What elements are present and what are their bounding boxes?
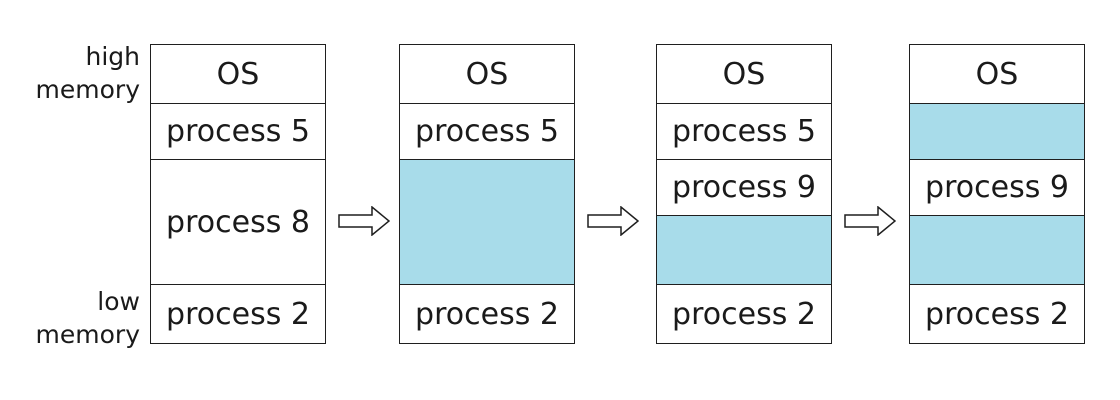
right-arrow-icon (587, 206, 639, 236)
low-memory-label-line2: memory (35, 320, 140, 349)
process-block: process 9 (657, 160, 831, 216)
process-block: process 2 (925, 296, 1069, 332)
process-block: process 9 (910, 160, 1084, 216)
process-block: process 5 (151, 104, 325, 160)
process-block: process 2 (415, 296, 559, 332)
low-memory-label: low memory (0, 285, 140, 351)
high-memory-label-line2: memory (35, 75, 140, 104)
high-memory-label-line1: high (85, 42, 140, 71)
memory-column-3: OS process 5 process 9 process 2 (656, 44, 832, 344)
low-memory-label-line1: low (97, 287, 140, 316)
high-memory-label: high memory (0, 40, 140, 106)
os-block: OS (400, 45, 574, 104)
process-block: process 2 (672, 296, 816, 332)
process-block: process 8 (151, 160, 325, 285)
free-memory-hole (910, 104, 1084, 160)
os-block: OS (151, 45, 325, 104)
os-block: OS (657, 45, 831, 104)
free-memory-hole (910, 216, 1084, 285)
process-block: process 5 (657, 104, 831, 160)
right-arrow-icon (844, 206, 896, 236)
memory-column-2: OS process 5 process 2 (399, 44, 575, 344)
memory-column-4: OS process 9 process 2 (909, 44, 1085, 344)
free-memory-hole (400, 160, 574, 285)
memory-column-1: OS process 5 process 8 process 2 (150, 44, 326, 344)
process-block: process 2 (166, 296, 310, 332)
right-arrow-icon (338, 206, 390, 236)
os-block: OS (910, 45, 1084, 104)
process-block: process 5 (400, 104, 574, 160)
free-memory-hole (657, 216, 831, 285)
